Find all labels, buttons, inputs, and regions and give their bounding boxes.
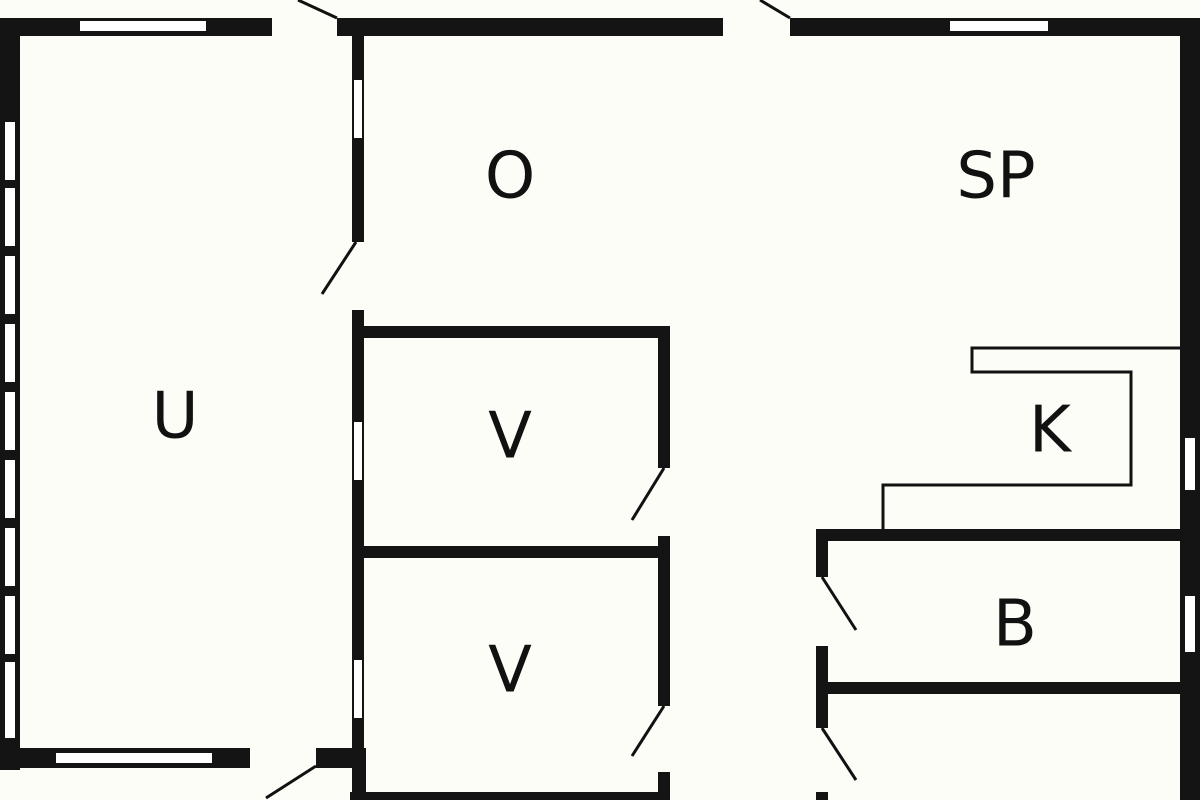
entry-door-left[interactable]: [297, 0, 338, 20]
window-left-strip-9: [5, 662, 15, 738]
window-left-strip-1: [5, 122, 15, 180]
partition-u-o-bottom: [352, 310, 364, 748]
windows: [5, 21, 1195, 763]
closet-right-wall-mid: [658, 536, 670, 706]
partition-glass-2: [354, 422, 362, 480]
partition-glass-3: [354, 660, 362, 718]
closet-bottom-wall: [350, 792, 670, 800]
door-u-o[interactable]: [320, 241, 358, 295]
window-left-strip-4: [5, 324, 15, 382]
closet-divider: [352, 546, 670, 558]
window-left-strip-2: [5, 188, 15, 246]
room-label-closet-bottom: V: [488, 634, 532, 708]
window-top-right: [950, 21, 1048, 31]
room-label-kitchen: K: [1029, 394, 1073, 468]
room-label-utility: U: [152, 380, 199, 454]
window-top-left: [80, 21, 206, 31]
closet-top-wall: [352, 326, 670, 338]
door-utility-bottom[interactable]: [265, 764, 317, 800]
room-label-living: O: [485, 140, 535, 214]
bath-top-wall: [816, 529, 1188, 541]
window-right-kitchen: [1185, 438, 1195, 490]
room-label-bedroom: SP: [956, 140, 1035, 214]
window-bottom-left: [56, 753, 212, 763]
door-closet-bottom[interactable]: [630, 705, 666, 757]
closet-bottom-left-wall: [352, 748, 366, 800]
closet-right-wall-low: [658, 772, 670, 800]
entry-door-right[interactable]: [759, 0, 791, 20]
door-lower-room[interactable]: [820, 727, 858, 781]
interior-walls: [352, 36, 1188, 800]
door-bath[interactable]: [820, 576, 858, 631]
door-closet-top[interactable]: [630, 467, 666, 521]
partition-u-o-top: [352, 36, 364, 242]
window-left-strip-6: [5, 460, 15, 518]
window-right-bath: [1185, 596, 1195, 652]
bath-divider: [816, 682, 1188, 694]
room-label-closet-top: V: [488, 400, 532, 474]
window-left-strip-5: [5, 392, 15, 450]
top-wall-middle: [337, 18, 723, 36]
window-left-strip-8: [5, 596, 15, 654]
room-labels: U O SP V V K B: [152, 140, 1073, 708]
kitchen-counter: [881, 346, 1180, 529]
window-left-strip-7: [5, 528, 15, 586]
closet-right-wall-upper: [658, 326, 670, 468]
bath-left-wall-low: [816, 792, 828, 800]
bath-left-wall-upper: [816, 529, 828, 577]
room-label-bathroom: B: [993, 588, 1037, 662]
window-left-strip-3: [5, 256, 15, 314]
doors: [265, 0, 858, 800]
partition-glass-1: [354, 80, 362, 138]
